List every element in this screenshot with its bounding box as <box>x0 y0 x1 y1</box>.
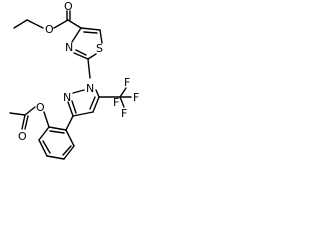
thiazole-ring <box>71 27 103 60</box>
atom-label-cf3-f3: F <box>121 107 127 120</box>
bond-acyl-double-a <box>21 114 26 130</box>
bond-c2-n3-a <box>73 52 89 60</box>
bond-n2-c3-b <box>71 100 77 114</box>
atom-label-pyrazole-n2: N <box>63 91 71 104</box>
atom-label-pyrazole-n1: N <box>86 82 94 95</box>
bond-acyl-ch3 <box>9 112 26 116</box>
bond-pyrazole-phenyl <box>65 115 74 131</box>
bond-o-carbonyl <box>53 19 69 29</box>
bond-ph-1-2 <box>48 126 67 131</box>
bond-s-c2 <box>87 53 97 60</box>
bond-n1-n2 <box>72 89 85 94</box>
atom-label-ester-o-carbonyl: O <box>64 0 73 13</box>
bond-thiazole-pyrazole <box>87 58 91 79</box>
bond-ph-inner-b <box>42 140 51 154</box>
bond-ph-o <box>43 111 50 128</box>
bond-c5-s <box>99 29 103 44</box>
bond-c-f1 <box>119 87 127 98</box>
atom-label-ester-o-ether: O <box>45 23 54 36</box>
pyrazole-ring <box>67 89 100 117</box>
trifluoromethyl-group <box>98 87 132 108</box>
bond-o-acyl <box>24 106 36 116</box>
bond-ph-4-5 <box>46 155 65 160</box>
bond-ph-5-6 <box>63 145 75 160</box>
bond-c-f3 <box>119 96 125 108</box>
bond-ethyl-ch3 <box>13 19 28 29</box>
phenyl-ring <box>38 115 75 160</box>
bond-c5-n1 <box>95 89 100 98</box>
bond-ph-inner-a <box>49 130 65 134</box>
bond-c3-c4 <box>72 111 94 117</box>
atom-label-cf3-f1: F <box>124 76 130 89</box>
bond-ph-6-1 <box>65 129 75 147</box>
bond-ph-3-4 <box>38 139 48 157</box>
bond-n3-c4 <box>71 27 82 43</box>
atom-label-aryl-o: O <box>36 101 45 114</box>
chemical-structure: O O N S N N F F F F O O <box>9 0 139 160</box>
bond-carbonyl-c4 <box>67 19 82 29</box>
bond-c4-c5 <box>80 27 101 31</box>
bond-acyl-double-b <box>24 115 29 130</box>
ethyl-ester-group <box>13 10 82 29</box>
atom-label-acetyl-o: O <box>18 130 27 143</box>
atom-label-thiazole-n: N <box>65 41 73 54</box>
bond-c2-n3-b <box>75 49 87 56</box>
bond-ethyl-ch2-o <box>26 19 44 29</box>
bond-ph-inner-c <box>62 145 72 156</box>
bond-n2-c3-a <box>67 101 74 117</box>
atom-labels: O O N S N N F F F F O O <box>18 0 139 143</box>
atom-label-thiazole-s: S <box>96 42 103 55</box>
bond-c4-c5-a <box>92 96 100 113</box>
bond-c4-c5-inner <box>83 31 98 34</box>
atom-label-cf3: F <box>113 96 119 109</box>
acetoxy-group <box>9 106 50 130</box>
bond-c4-c5-b <box>89 96 96 110</box>
atom-label-cf3-f2: F <box>133 91 139 104</box>
bond-ph-2-3 <box>38 126 50 141</box>
